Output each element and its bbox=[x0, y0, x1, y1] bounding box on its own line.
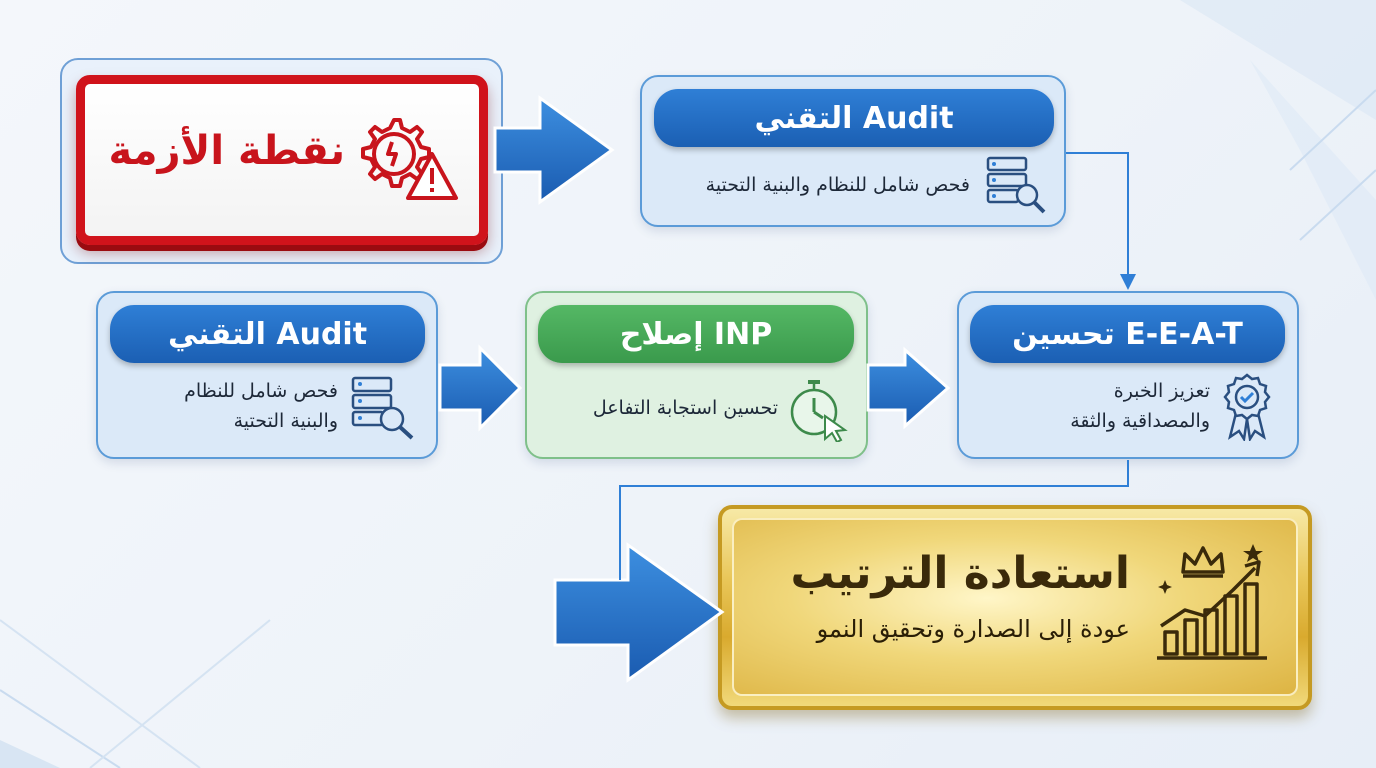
crown-growth-chart-icon bbox=[1157, 544, 1267, 660]
inp-subtitle: تحسين استجابة التفاعل bbox=[592, 397, 778, 419]
connector-eeat-to-result bbox=[619, 460, 1129, 580]
arrow-crisis-to-audit bbox=[493, 95, 615, 205]
eeat-title: تحسين E-E-A-T bbox=[970, 305, 1285, 363]
arrow-inp-to-eeat bbox=[866, 346, 951, 430]
server-search-icon bbox=[351, 376, 414, 440]
connector-audit-to-eeat bbox=[1066, 152, 1129, 282]
left-audit-subtitle-1: فحص شامل للنظام bbox=[184, 380, 338, 402]
arrow-audit-to-inp bbox=[438, 344, 523, 432]
eeat-subtitle-2: والمصداقية والثقة bbox=[1070, 410, 1210, 432]
arrow-to-result bbox=[553, 542, 725, 683]
crisis-title: نقطة الأزمة bbox=[108, 128, 345, 174]
left-audit-subtitle-2: والبنية التحتية bbox=[233, 410, 338, 432]
badge-check-icon bbox=[1223, 373, 1271, 441]
result-subtitle: عودة إلى الصدارة وتحقيق النمو bbox=[816, 615, 1130, 643]
server-search-icon bbox=[986, 156, 1046, 214]
stopwatch-cursor-icon bbox=[790, 380, 848, 442]
eeat-subtitle-1: تعزيز الخبرة bbox=[1113, 380, 1210, 402]
inp-title: إصلاح INP bbox=[538, 305, 854, 363]
gear-warning-icon bbox=[361, 118, 458, 200]
result-title: استعادة الترتيب bbox=[790, 548, 1130, 599]
top-audit-subtitle: فحص شامل للنظام والبنية التحتية bbox=[705, 174, 970, 196]
top-audit-title: التقني Audit bbox=[654, 89, 1054, 147]
left-audit-title: التقني Audit bbox=[110, 305, 425, 363]
